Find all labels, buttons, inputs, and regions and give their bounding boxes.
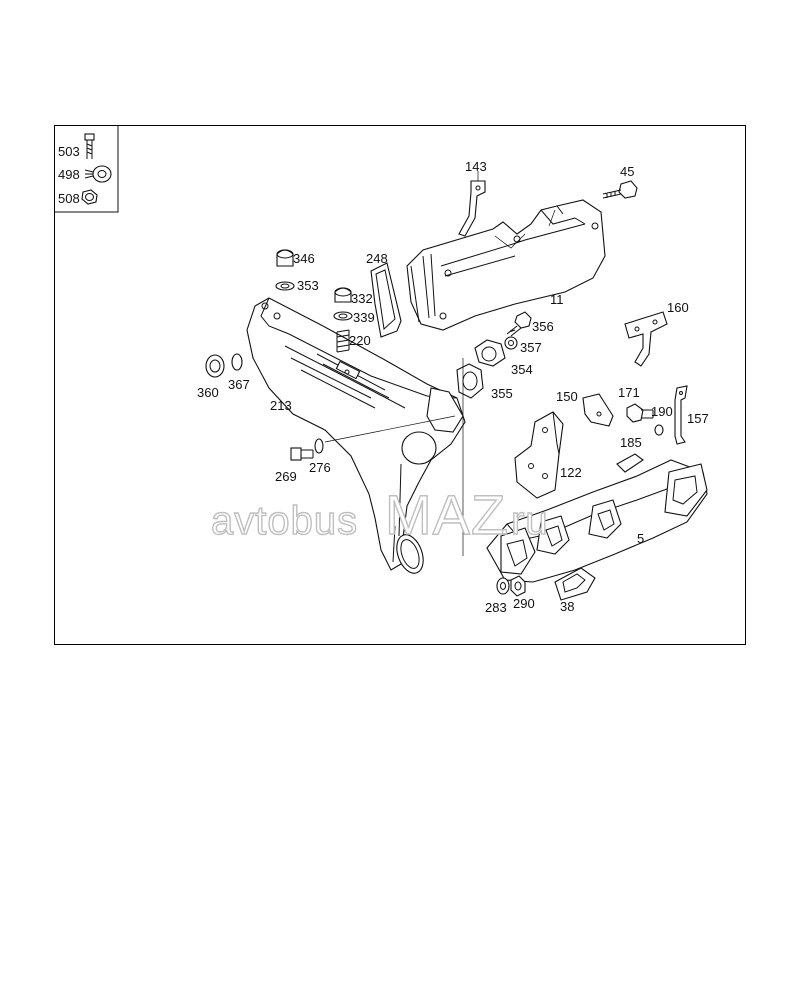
manifold-part-213 (246, 297, 466, 574)
bolt-icon (84, 133, 95, 159)
callout-11: 11 (550, 292, 564, 307)
washer-part-339 (333, 311, 353, 321)
washer-part-276 (314, 438, 324, 454)
bolt-part-269 (290, 447, 314, 461)
plug-part-346 (276, 249, 294, 267)
bolt-part-356 (506, 311, 532, 337)
washer-part-353 (275, 281, 295, 291)
bracket-part-143 (458, 171, 486, 237)
exhaust-manifold-part-5 (486, 459, 708, 583)
callout-339: 339 (353, 310, 375, 325)
watermark-text-start: avtobus (211, 499, 358, 543)
plug-part-360 (205, 354, 225, 378)
callout-190: 190 (651, 404, 673, 419)
bolt-part-171 (626, 403, 654, 423)
watermark: avtobus MAZ .ru (210, 482, 549, 546)
callout-45: 45 (620, 164, 634, 179)
clamp-icon (84, 165, 112, 183)
watermark-logo: MAZ (385, 483, 506, 546)
legend-label-498: 498 (58, 167, 80, 182)
callout-150: 150 (556, 389, 578, 404)
callout-353: 353 (297, 278, 319, 293)
callout-367: 367 (228, 377, 250, 392)
gasket-part-354 (474, 339, 506, 367)
callout-248: 248 (366, 251, 388, 266)
diagram-frame: 503 498 508 (54, 125, 746, 645)
washer-part-367 (231, 353, 243, 371)
gasket-part-248 (370, 262, 402, 338)
plug-part-332 (334, 287, 352, 303)
callout-357: 357 (520, 340, 542, 355)
callout-360: 360 (197, 385, 219, 400)
callout-269: 269 (275, 469, 297, 484)
bolt-part-45 (602, 180, 638, 199)
bracket-part-150 (582, 393, 614, 427)
callout-171: 171 (618, 385, 640, 400)
callout-276: 276 (309, 460, 331, 475)
cover-part-11 (406, 199, 606, 331)
callout-283: 283 (485, 600, 507, 615)
callout-157: 157 (687, 411, 709, 426)
bracket-part-160 (624, 311, 668, 367)
gasket-part-355 (456, 363, 484, 399)
leader-276 (324, 415, 456, 443)
spring-part-220 (336, 329, 350, 353)
callout-5: 5 (637, 531, 644, 546)
exploded-parts-drawing: 503 498 508 (55, 126, 709, 615)
callout-220: 220 (349, 333, 371, 348)
legend-box: 503 498 508 (55, 126, 119, 213)
legend-label-508: 508 (58, 191, 80, 206)
callout-38: 38 (560, 599, 574, 614)
plate-part-185 (616, 453, 644, 473)
callout-346: 346 (293, 251, 315, 266)
gasket-part-38 (554, 567, 596, 601)
watermark-text-end: .ru (499, 499, 549, 543)
callout-185: 185 (620, 435, 642, 450)
nut-icon (81, 189, 98, 205)
callout-332: 332 (351, 291, 373, 306)
washer-part-190 (654, 424, 664, 436)
legend-label-503: 503 (58, 144, 80, 159)
bracket-part-157 (674, 385, 688, 445)
callout-122: 122 (560, 465, 582, 480)
nut-part-290 (510, 575, 526, 597)
bracket-part-122 (514, 411, 564, 499)
callout-355: 355 (491, 386, 513, 401)
washer-part-283 (496, 577, 510, 595)
callout-213: 213 (270, 398, 292, 413)
callout-354: 354 (511, 362, 533, 377)
washer-part-357 (504, 336, 518, 350)
callout-143: 143 (465, 159, 487, 174)
callout-160: 160 (667, 300, 689, 315)
callout-356: 356 (532, 319, 554, 334)
callout-290: 290 (513, 596, 535, 611)
callout-labels: 143 45 346 248 353 332 11 339 356 160 22… (197, 159, 709, 615)
